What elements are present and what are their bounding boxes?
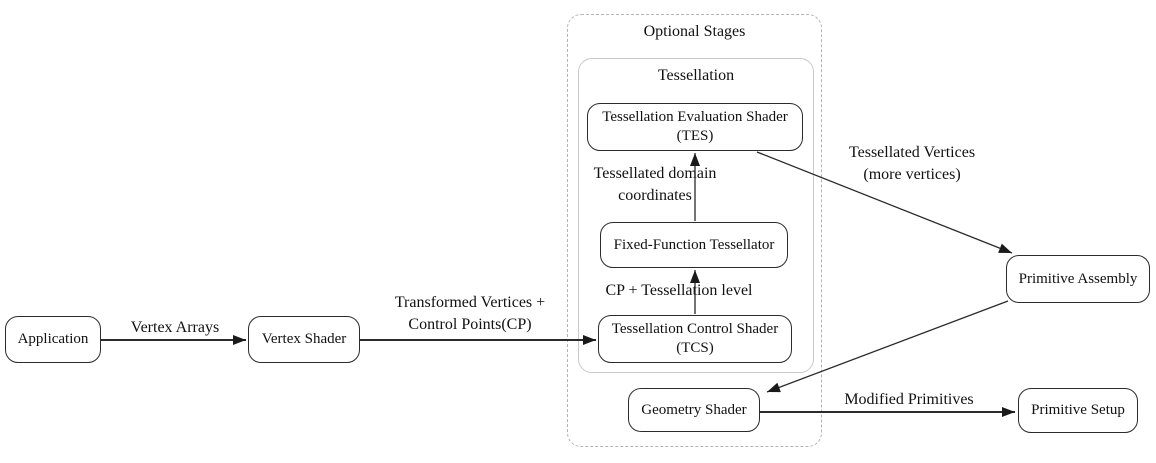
edge-label-transformed-vertices: Transformed Vertices + Control Points(CP… [394,294,546,333]
edge-label-cp-tessellation-level: CP + Tessellation level [605,282,753,299]
node-geometry-shader: Geometry Shader [628,388,760,432]
node-tessellation-evaluation-shader: Tessellation Evaluation Shader (TES) [587,103,803,151]
edge-label-tessellated-domain-coordinates: Tessellated domain coordinates [593,165,717,204]
edge-label-tessellated-vertices: Tessellated Vertices (more vertices) [848,144,976,183]
optional-stages-title: Optional Stages [643,23,746,40]
node-fixed-function-tessellator: Fixed-Function Tessellator [600,222,788,268]
node-vertex-shader: Vertex Shader [248,316,360,363]
node-primitive-setup: Primitive Setup [1018,388,1138,433]
edge-label-modified-primitives: Modified Primitives [844,391,974,408]
edge-label-vertex-arrays: Vertex Arrays [130,319,220,336]
node-application: Application [5,316,101,363]
node-primitive-assembly: Primitive Assembly [1006,255,1150,303]
tessellation-title: Tessellation [657,67,735,84]
node-tessellation-control-shader: Tessellation Control Shader (TCS) [598,315,792,363]
